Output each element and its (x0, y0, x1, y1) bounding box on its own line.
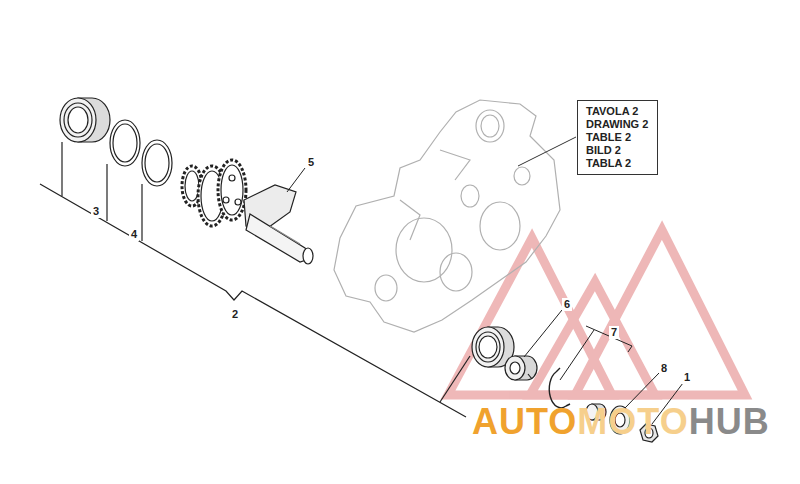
table-reference-text: TABLA 2 (586, 157, 649, 170)
callout-number: 6 (562, 298, 572, 311)
table-reference-box: TAVOLA 2DRAWING 2TABLE 2BILD 2TABLA 2 (577, 100, 658, 175)
group-bracket (40, 142, 532, 417)
callout-number: 2 (230, 308, 240, 321)
watermark-text: AUTO (472, 404, 577, 440)
callout-number: 3 (91, 205, 101, 218)
leader-line (287, 168, 683, 424)
callout-number: 8 (659, 362, 669, 375)
table-reference-text: BILD 2 (586, 144, 649, 157)
callout-number: 5 (306, 156, 316, 169)
leader-line (518, 137, 576, 166)
callout-number: 4 (129, 228, 139, 241)
watermark-text: HUB (689, 404, 770, 440)
callout-number: 7 (609, 326, 619, 339)
table-reference-text: TAVOLA 2 (586, 105, 649, 118)
balance-shaft (182, 160, 313, 264)
crankcase (334, 100, 560, 332)
circlip (549, 368, 570, 408)
table-reference-text: DRAWING 2 (586, 118, 649, 131)
seal (505, 356, 537, 380)
callout-number: 1 (682, 371, 692, 384)
bearing (60, 98, 110, 142)
ring (110, 120, 172, 186)
watermark-logo (448, 230, 745, 395)
table-reference-text: TABLE 2 (586, 131, 649, 144)
watermark-text: MOTO (577, 404, 688, 440)
